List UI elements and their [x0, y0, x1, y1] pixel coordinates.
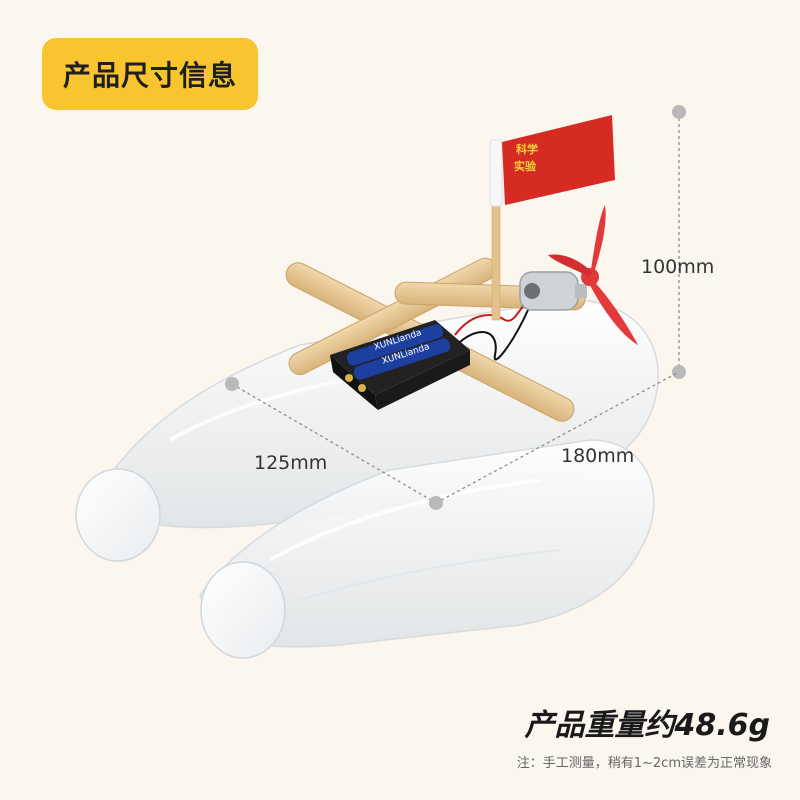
- flag-pole: [489, 139, 503, 321]
- motor: [519, 271, 587, 311]
- bottle-cap-back: [75, 468, 161, 562]
- measurement-note: 注：手工测量，稍有1~2cm误差为正常现象: [516, 756, 772, 771]
- height-label: 100mm: [641, 256, 715, 278]
- length-dimension-line: [435, 371, 680, 504]
- propeller: [548, 205, 638, 345]
- title-text: 产品尺寸信息: [62, 59, 237, 92]
- flag: 科学 实验: [502, 115, 615, 205]
- flag-text-line2: 实验: [514, 159, 537, 173]
- title-badge: 产品尺寸信息: [42, 38, 258, 110]
- battery-holder: XUNLianda XUNLianda: [330, 320, 470, 410]
- weight-text: 产品重量约48.6g: [524, 708, 771, 743]
- width-dot-left: [225, 377, 239, 391]
- wires: [454, 299, 531, 361]
- bottle-front: [199, 439, 655, 659]
- height-dot-top: [672, 105, 686, 119]
- dimension-lines: [225, 105, 686, 510]
- corner-dot: [429, 496, 443, 510]
- width-label: 125mm: [254, 452, 328, 474]
- flag-text-line1: 科学: [516, 142, 538, 156]
- length-label: 180mm: [561, 445, 635, 467]
- bottle-cap-front: [200, 561, 286, 659]
